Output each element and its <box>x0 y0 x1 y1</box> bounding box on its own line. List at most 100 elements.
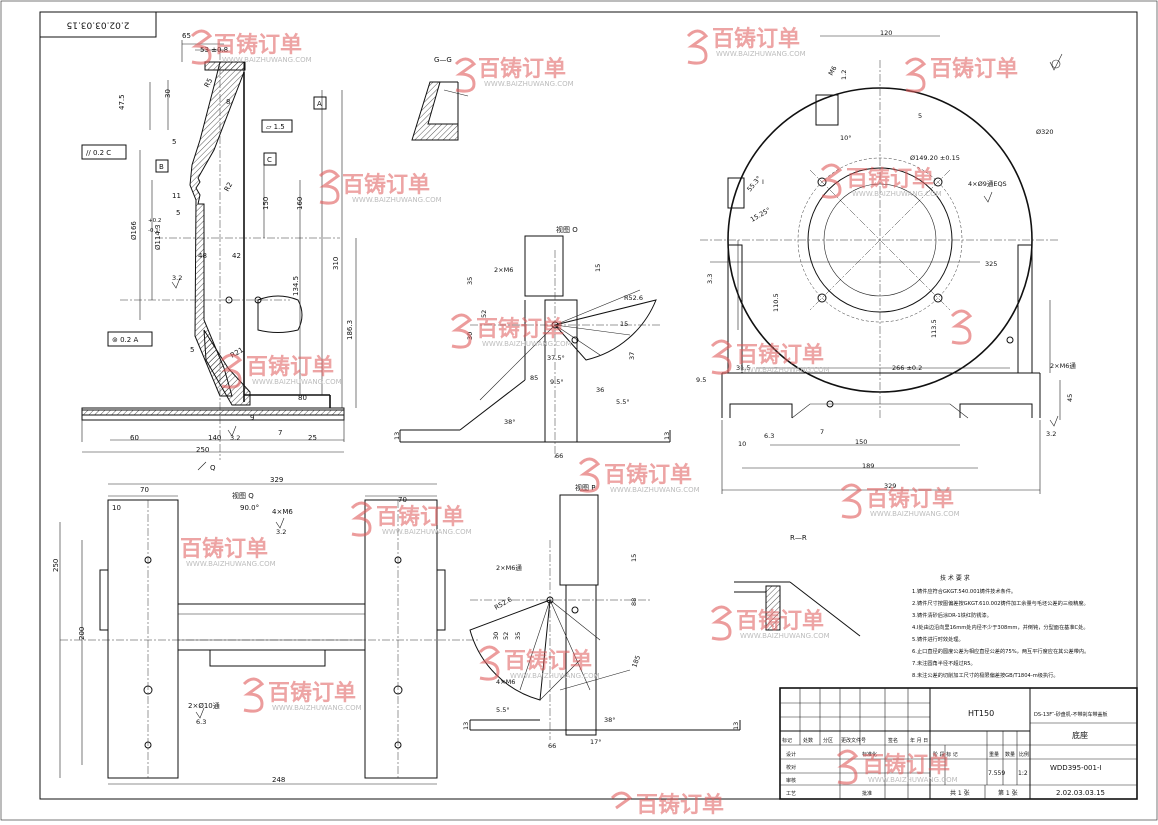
dim-r-31-5: 31.5 <box>736 364 750 372</box>
datum-a-box <box>313 96 327 110</box>
dim-o-13b: 13 <box>663 432 671 440</box>
label-view-q-angle: 90.0° <box>240 504 259 512</box>
dim-front-9: 9 <box>250 414 254 422</box>
dim-r-325: 325 <box>985 260 997 268</box>
tech-note-7: 7.未注圆角半径不超过R5。 <box>912 659 976 667</box>
watermark-url: WWW.BAIZHUWANG.COM <box>484 80 574 88</box>
tb-row-check: 校对 <box>786 764 796 771</box>
dim-o-36: 36 <box>596 386 604 394</box>
dim-r-189: 189 <box>862 462 874 470</box>
tb-product-name: DS-13F″-砂盘机-不带刹车带盖板 <box>1034 711 1108 718</box>
watermark-logo-icon <box>904 57 927 93</box>
watermark: 百铸订单 WWW.BAIZHUWANG.COM <box>836 749 958 785</box>
watermark-url: WWW.BAIZHUWANG.COM <box>510 672 600 680</box>
dim-r-1-2: 1.2 <box>840 70 848 80</box>
dim-front-30: 30 <box>164 89 172 98</box>
watermark-url: WWW.BAIZHUWANG.COM <box>272 704 362 712</box>
dim-r-5: 5 <box>918 112 922 120</box>
dim-r-i: I <box>762 178 764 186</box>
dim-p-35: 35 <box>514 632 522 640</box>
dim-o-13a: 13 <box>393 432 401 440</box>
tol-frame-flatness-text: ▱ 1.5 <box>266 123 285 131</box>
watermark-url: WWW.BAIZHUWANG.COM <box>868 776 958 784</box>
right-plan-view: 120 M6 1.2 5 10° Ø320 Ø149.20 ±0.15 4×Ø9… <box>696 29 1076 494</box>
dim-o-15: 15 <box>594 264 602 272</box>
tb-scale: 1:2 <box>1018 770 1028 777</box>
tol-frame-coaxial <box>107 331 153 347</box>
dim-front-42: 42 <box>232 252 241 260</box>
dim-r-113-5: 113.5 <box>930 319 938 338</box>
dim-r-9-5: 9.5 <box>696 376 706 384</box>
dim-top-250: 250 <box>52 559 60 572</box>
watermark-url: WWW.BAIZHUWANG.COM <box>870 510 960 518</box>
watermark-brand: 百铸订单 <box>636 792 724 818</box>
watermark-url: WWW.BAIZHUWANG.COM <box>716 50 806 58</box>
watermark-url: WWW.BAIZHUWANG.COM <box>482 340 572 348</box>
dim-r-4d9: 4×Ø9通EQS <box>968 179 1007 188</box>
dim-r-d149: Ø149.20 ±0.15 <box>910 154 960 162</box>
tb-rev-count: 处数 <box>803 737 813 744</box>
tb-drawing-no: WDD395-001-Ⅰ <box>1050 764 1102 772</box>
dim-o-r52: R52.6 <box>624 294 643 302</box>
watermark-logo-icon <box>950 309 973 345</box>
roughness-right: 3.2 <box>1046 430 1056 438</box>
r-r-section-view: R—R <box>734 534 861 637</box>
dim-front-150: 150 <box>262 197 270 210</box>
watermark-brand: 百铸订单 <box>846 166 934 192</box>
watermark-brand: 百铸订单 <box>712 26 800 52</box>
roughness-front-b: 3.2 <box>230 434 240 442</box>
dim-front-186-3: 186.3 <box>346 320 354 340</box>
watermark-url: WWW.BAIZHUWANG.COM <box>222 56 312 64</box>
tech-note-5: 5.铸件进行时效处理。 <box>912 635 964 643</box>
dim-r-10: 10 <box>738 440 746 448</box>
dim-p-52: 52 <box>502 632 510 640</box>
dim-p-5-5deg: 5.5° <box>496 706 510 714</box>
dim-top-329: 329 <box>270 476 283 484</box>
tech-note-3: 3.铸件清砂后涂DR-1铁红防锈漆。 <box>912 611 992 619</box>
watermark-logo-icon <box>836 749 859 785</box>
dim-r-120: 120 <box>880 29 892 37</box>
dim-r-110-5: 110.5 <box>772 293 780 312</box>
title-block: HT150 DS-13F″-砂盘机-不带刹车带盖板 底座 WDD395-001-… <box>779 687 1138 800</box>
watermark-logo-icon <box>610 791 633 810</box>
tb-row-design: 设计 <box>786 751 796 758</box>
label-view-o: 视图 O <box>556 225 578 234</box>
datum-a: A <box>317 100 322 108</box>
r-r-hatch <box>765 585 781 631</box>
dim-front-8: 8 <box>226 98 230 106</box>
watermark-brand: 百铸订单 <box>268 680 356 706</box>
tb-rev-sign: 签名 <box>888 737 898 744</box>
dim-front-53: 53 ±0.8 <box>200 46 228 54</box>
watermark-logo-icon <box>350 501 373 537</box>
dim-front-5b: 5 <box>176 209 180 217</box>
view-q-mark: Q <box>210 464 216 472</box>
dim-p-r52: R52.6 <box>493 595 513 611</box>
dim-top-10: 10 <box>112 504 121 512</box>
dim-front-80: 80 <box>298 394 307 402</box>
watermark-url: WWW.BAIZHUWANG.COM <box>186 560 276 568</box>
watermark-brand: 百铸订单 <box>736 342 824 368</box>
datum-b-box <box>155 159 169 173</box>
dim-front-d114: Ø114.3 <box>154 224 162 250</box>
roughness-front-a: 3.2 <box>172 274 182 282</box>
dim-o-9-5deg: 9.5° <box>550 378 564 386</box>
dim-front-r2: R2 <box>223 181 235 193</box>
watermark: 百铸订单 WWW.BAIZHUWANG.COM <box>318 169 442 205</box>
dim-o-15b: 15 <box>620 320 628 328</box>
roughness-general-icon <box>1049 53 1063 71</box>
dim-r-d320: Ø320 <box>1036 128 1054 136</box>
tb-weight-head: 重量 <box>989 751 999 758</box>
watermark: 百铸订单 WWW.BAIZHUWANG.COM <box>578 457 700 494</box>
dim-p-30: 30 <box>492 632 500 640</box>
watermark-logo-icon <box>318 169 341 205</box>
tb-row-process: 工艺 <box>786 791 796 797</box>
watermark: 百铸订单 <box>904 56 1018 93</box>
watermark-brand: 百铸订单 <box>246 354 334 380</box>
dim-r-150: 150 <box>855 438 867 446</box>
datum-c-box <box>263 152 277 166</box>
dim-o-5-5deg: 5.5° <box>616 398 630 406</box>
rotated-drawing-number-box: 2.02.03.03.15 <box>39 11 157 38</box>
dim-front-48: 48 <box>198 252 207 260</box>
